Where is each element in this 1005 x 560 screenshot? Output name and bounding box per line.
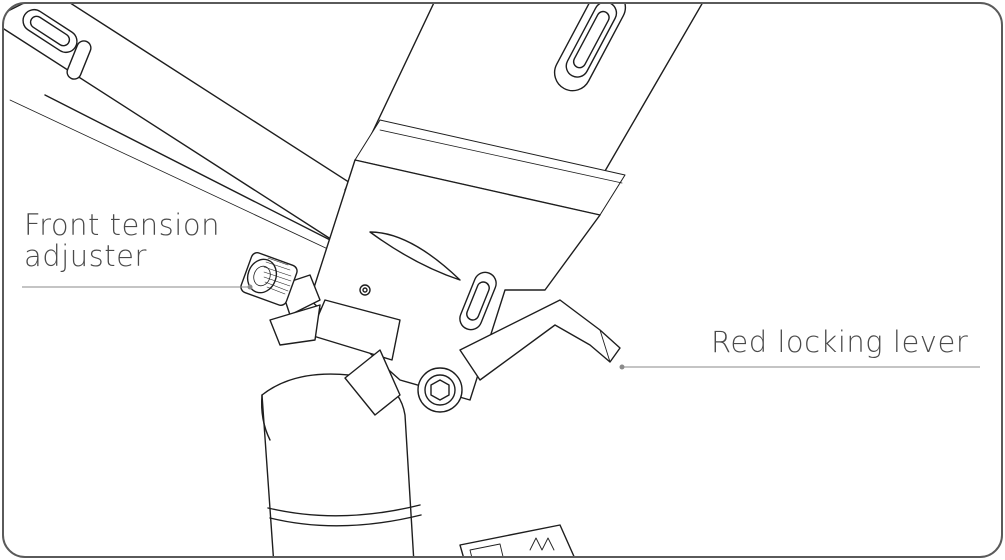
small-hole	[359, 284, 371, 296]
upper-slot	[553, 3, 627, 92]
callout-front-tension-adjuster: Front tension adjuster	[24, 210, 220, 272]
front-tension-knob	[240, 252, 321, 346]
pivot-bolt	[417, 367, 463, 413]
seatpost-cylinder	[260, 349, 422, 557]
red-locking-lever	[459, 299, 621, 381]
callout-front-line1: Front tension	[24, 208, 220, 242]
callout-red-locking-lever: Red locking lever	[711, 325, 969, 359]
leader-red-dot	[619, 364, 625, 370]
callout-front-line2: adjuster	[24, 239, 147, 273]
leader-front-dot	[247, 284, 253, 290]
lower-bracket	[459, 524, 581, 557]
upper-tube	[344, 3, 711, 241]
